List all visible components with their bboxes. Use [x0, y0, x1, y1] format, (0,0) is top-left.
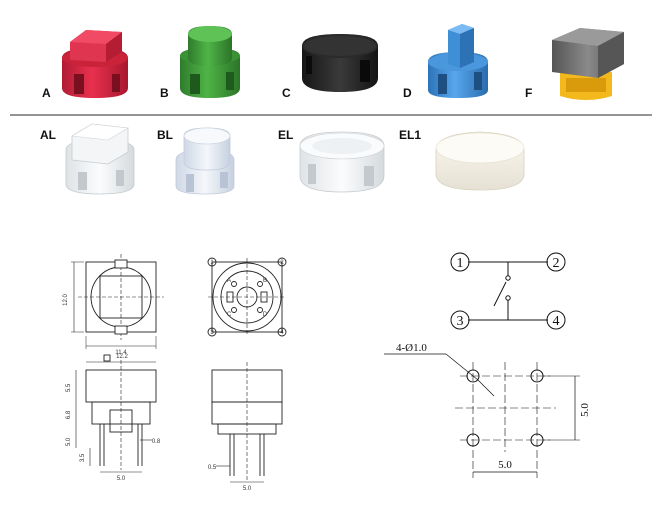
- dim-side-h1: 5.5: [66, 383, 72, 392]
- terminal-3: 3: [457, 314, 464, 329]
- cap-a-red: [62, 30, 128, 98]
- side-view-drawing: [75, 354, 157, 473]
- terminal-1: 1: [457, 256, 464, 271]
- dim-side-pitch: 5.0: [117, 476, 126, 482]
- pcb-footprint: [384, 353, 580, 478]
- cap-al-clear: [65, 123, 135, 195]
- cap-label-al: AL: [40, 128, 56, 142]
- pin-label-b: B: [263, 278, 267, 284]
- front-view-drawing: [211, 362, 283, 483]
- top-view-drawing: [71, 254, 164, 349]
- cap-el-clear: [299, 131, 385, 193]
- terminal-2: 2: [553, 256, 560, 271]
- bottom-view-drawing: [207, 257, 287, 337]
- cap-label-f: F: [525, 86, 533, 100]
- pin-label-c: C: [227, 312, 232, 318]
- footprint-h-dim: 5.0: [498, 459, 512, 471]
- cap-label-el1: EL1: [399, 128, 422, 142]
- pin-label-4: 4: [280, 330, 284, 336]
- cap-bl-clear: [175, 127, 235, 195]
- cap-c-black: [302, 34, 378, 92]
- pin-label-2: 2: [280, 260, 284, 266]
- cap-label-bl: BL: [157, 128, 173, 142]
- cap-label-c: C: [282, 86, 291, 100]
- dim-side-h4: 5.0: [66, 437, 72, 446]
- cap-label-el: EL: [278, 128, 294, 142]
- dim-front-pitch: 5.0: [243, 486, 252, 492]
- cap-el1-white: [435, 131, 525, 191]
- pin-label-1: 1: [210, 260, 214, 266]
- dim-side-h2: 6.8: [66, 410, 72, 419]
- dim-side-width: 12.2: [116, 354, 128, 360]
- hole-spec-label: 4-Ø1.0: [396, 342, 427, 354]
- dim-side-pin-gap: 0.8: [152, 439, 161, 445]
- cap-label-a: A: [42, 86, 51, 100]
- footprint-v-dim: 5.0: [579, 403, 591, 417]
- cap-label-d: D: [403, 86, 412, 100]
- dim-side-h3: 3.5: [80, 453, 86, 462]
- pin-label-d: D: [263, 312, 268, 318]
- pin-label-3: 3: [210, 330, 214, 336]
- cap-b-green: [180, 26, 240, 98]
- dim-top-height: 12.0: [63, 294, 69, 306]
- cap-label-b: B: [160, 86, 169, 100]
- cap-d-blue: [428, 24, 488, 98]
- terminal-4: 4: [553, 314, 560, 329]
- dim-front-pin: 0.5: [208, 465, 217, 471]
- cap-f-gray: [552, 28, 624, 100]
- circuit-diagram: [450, 252, 566, 330]
- pin-label-a: A: [227, 278, 231, 284]
- dim-top-width: 11.4: [115, 350, 127, 356]
